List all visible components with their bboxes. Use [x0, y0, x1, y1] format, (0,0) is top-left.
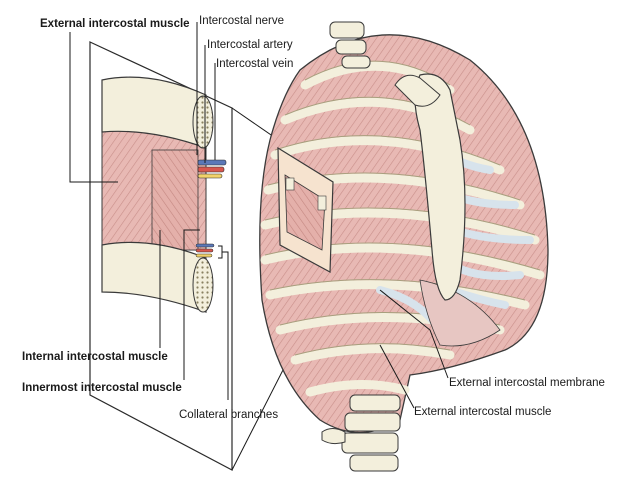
inset-upper-rib	[101, 76, 207, 149]
thoracic-cage	[259, 21, 549, 472]
inset-intercostal-block	[101, 76, 227, 313]
label-intercostal-artery: Intercostal artery	[207, 39, 293, 51]
vertebral-column-bottom	[321, 394, 401, 472]
labels: External intercostal muscle Intercostal …	[22, 15, 605, 421]
nerve-fiber	[197, 173, 223, 179]
inset-lower-rib	[101, 241, 207, 313]
leader-lines	[69, 22, 449, 409]
label-external-intercostal-muscle-top: External intercostal muscle	[40, 18, 190, 30]
vertebral-column-top	[329, 21, 371, 69]
artery-vessel	[197, 166, 225, 173]
label-collateral-branches: Collateral branches	[179, 409, 278, 421]
label-intercostal-nerve: Intercostal nerve	[199, 15, 284, 27]
label-external-intercostal-membrane: External intercostal membrane	[449, 377, 605, 389]
label-intercostal-vein: Intercostal vein	[216, 58, 293, 70]
label-external-intercostal-muscle-bottom: External intercostal muscle	[414, 406, 551, 418]
vein-vessel	[197, 159, 227, 166]
sternum	[414, 73, 466, 301]
intercostal-membrane-area	[419, 279, 501, 347]
label-innermost-intercostal-muscle: Innermost intercostal muscle	[22, 382, 182, 394]
label-internal-intercostal-muscle: Internal intercostal muscle	[22, 351, 168, 363]
